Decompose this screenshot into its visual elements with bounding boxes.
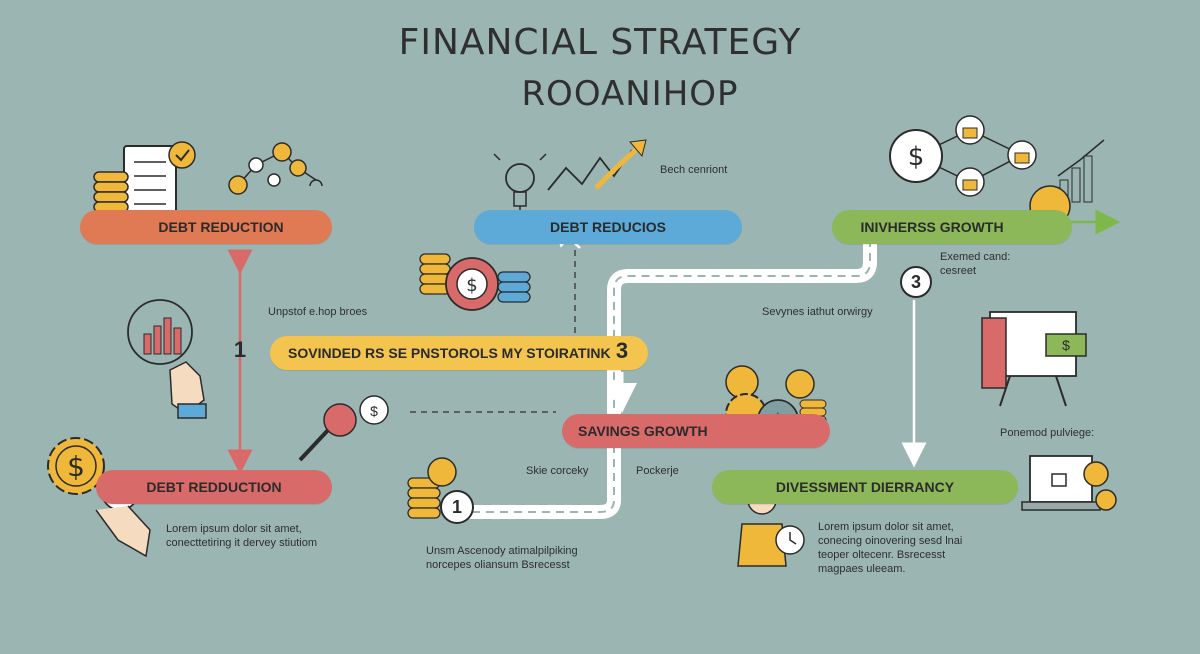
step-number-3-bar: 3: [615, 338, 629, 363]
svg-text:$: $: [908, 142, 925, 172]
stage-inivherss-growth[interactable]: INIVHERSS GROWTH: [832, 210, 1072, 244]
label-lorem-right: Lorem ipsum dolor sit amet, conecing oin…: [818, 521, 963, 575]
label-exemed: Exemed cand: cesreet: [940, 251, 1011, 277]
bar-chart-icon: [127, 299, 193, 365]
dollar-coin-stack-icon: $: [419, 253, 531, 311]
stage-debt-redduction-bottom[interactable]: DEBT REDDUCTION: [96, 470, 332, 504]
stage-sovinded-bar[interactable]: SOVINDED RS SE PNSTOROLS MY STOIRATINK: [270, 336, 648, 370]
easel-icon: $: [981, 311, 1087, 407]
stage-label: INIVHERSS GROWTH: [860, 219, 1004, 235]
step-number-3-right: 3: [900, 266, 932, 298]
coin-stack-bottom-icon: [407, 457, 457, 519]
label-skie: Skie corceky: [526, 465, 589, 477]
label-unsm: Unsm Ascenody atimalpilpiking norcepes o…: [426, 545, 578, 571]
page-subtitle: ROOANIHOP: [521, 74, 739, 114]
hand-icon: [169, 361, 207, 419]
svg-text:$: $: [67, 450, 85, 483]
label-bech: Bech cenriont: [660, 164, 728, 176]
stage-label: DEBT REDUCIOS: [550, 219, 666, 235]
svg-text:$: $: [370, 403, 378, 419]
label-lorem-left: Lorem ipsum dolor sit amet, conecttetiri…: [166, 523, 318, 549]
stage-label: SOVINDED RS SE PNSTOROLS MY STOIRATINK: [288, 345, 611, 361]
key-icon: $: [298, 395, 389, 462]
laptop-lock-icon: [1021, 455, 1117, 511]
coin-stack-icon: [93, 171, 129, 213]
label-sevynes: Sevynes iathut orwirgy: [762, 306, 873, 318]
roadmap-path: [463, 218, 877, 519]
page-title: FINANCIAL STRATEGY: [398, 22, 802, 63]
stage-label: SAVINGS GROWTH: [578, 423, 708, 439]
person-icon: [737, 485, 805, 567]
connector-lines: [227, 209, 1121, 475]
stage-label: DEBT REDUCTION: [158, 219, 284, 235]
stage-debt-reductios[interactable]: DEBT REDUCIOS: [474, 210, 742, 244]
dollar-coin-network-icon: [228, 142, 323, 195]
svg-text:$: $: [466, 275, 477, 296]
label-unpstof: Unpstof e.hop broes: [268, 306, 368, 318]
stage-label: DIVESSMENT DIERRANCY: [775, 479, 955, 495]
label-pockerje: Pockerje: [636, 465, 679, 477]
stage-label: DEBT REDDUCTION: [146, 479, 282, 495]
step-number-1-left: 1: [233, 337, 247, 362]
stage-debt-reduction-top[interactable]: DEBT REDUCTION: [80, 210, 332, 244]
stage-savings-growth[interactable]: SAVINGS GROWTH: [562, 414, 830, 448]
svg-text:$: $: [1062, 337, 1070, 353]
trend-arrow-icon: [547, 139, 647, 191]
lock-network-icon: $: [889, 115, 1037, 197]
stage-divessment[interactable]: DIVESSMENT DIERRANCY: [712, 470, 1018, 504]
step-number-1-bottom: 1: [440, 490, 474, 524]
label-ponemod: Ponemod pulviege:: [1000, 427, 1095, 439]
